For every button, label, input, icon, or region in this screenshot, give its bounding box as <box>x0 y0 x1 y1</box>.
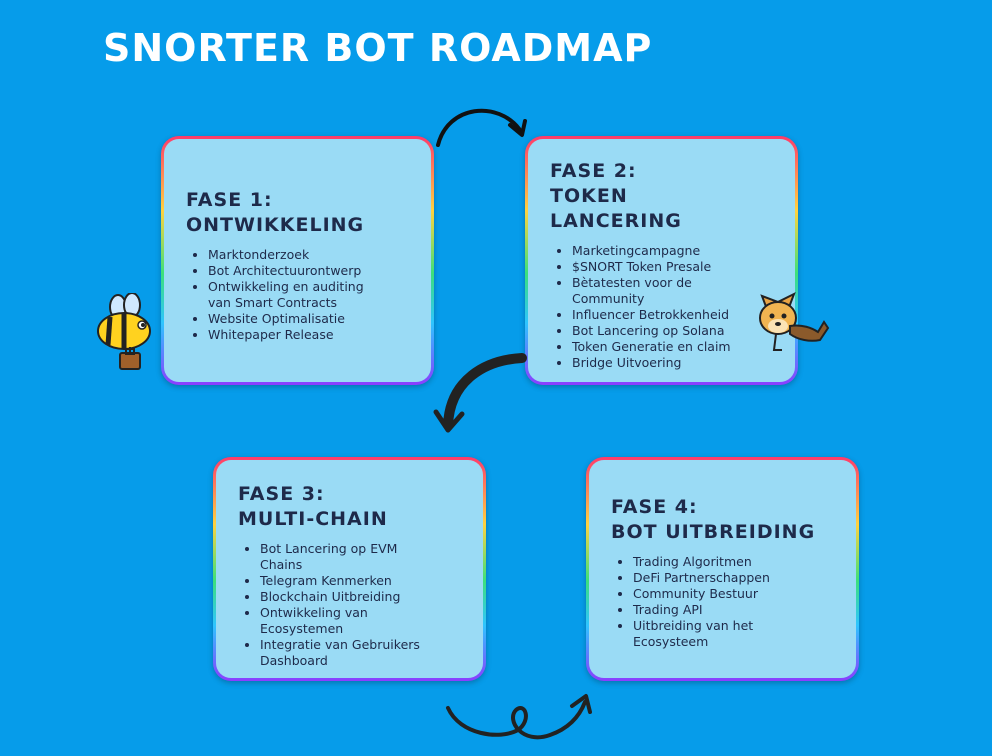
list-item: Bot Lancering op EVM Chains <box>260 541 465 573</box>
phase-2-heading: FASE 2: TOKEN LANCERING <box>550 159 777 234</box>
list-item: Community Bestuur <box>633 586 838 602</box>
curved-arrow-icon <box>433 353 527 433</box>
list-item: Bot Lancering op Solana <box>572 323 777 339</box>
list-item: Trading API <box>633 602 838 618</box>
phase-2-heading-line2: TOKEN <box>550 185 628 207</box>
phase-3-list: Bot Lancering op EVM Chains Telegram Ken… <box>238 541 465 669</box>
phase-2-heading-line1: FASE 2: <box>550 160 637 182</box>
phase-4-list: Trading Algoritmen DeFi Partnerschappen … <box>611 554 838 650</box>
phase-3-heading-line1: FASE 3: <box>238 483 325 505</box>
list-item: Website Optimalisatie <box>208 311 413 327</box>
list-item: Influencer Betrokkenheid <box>572 307 777 323</box>
list-item: Ontwikkeling en auditing van Smart Contr… <box>208 279 413 311</box>
phase-1-list: Marktonderzoek Bot Architectuurontwerp O… <box>186 247 413 343</box>
list-item: Whitepaper Release <box>208 327 413 343</box>
phase-3-heading: FASE 3: MULTI-CHAIN <box>238 482 465 532</box>
list-item: Bridge Uitvoering <box>572 355 777 371</box>
list-item: Bètatesten voor de Community <box>572 275 777 307</box>
curved-arrow-icon <box>436 108 527 147</box>
list-item: Marktonderzoek <box>208 247 413 263</box>
phase-1-heading-line1: FASE 1: <box>186 189 273 211</box>
phase-4-heading: FASE 4: BOT UITBREIDING <box>611 495 838 545</box>
phase-2-heading-line3: LANCERING <box>550 210 682 232</box>
phase-3-heading-line2: MULTI-CHAIN <box>238 508 388 530</box>
list-item: Integratie van Gebruikers Dashboard <box>260 637 465 669</box>
list-item: $SNORT Token Presale <box>572 259 777 275</box>
list-item: Blockchain Uitbreiding <box>260 589 465 605</box>
phase-1-heading: FASE 1: ONTWIKKELING <box>186 188 413 238</box>
dog-mascot-icon <box>759 291 830 351</box>
list-item: Trading Algoritmen <box>633 554 838 570</box>
phase-card-2: FASE 2: TOKEN LANCERING Marketingcampagn… <box>525 136 798 385</box>
list-item: Uitbreiding van het Ecosysteem <box>633 618 838 650</box>
bee-mascot-icon <box>97 293 151 370</box>
list-item: Token Generatie en claim <box>572 339 777 355</box>
list-item: DeFi Partnerschappen <box>633 570 838 586</box>
list-item: Ontwikkeling van Ecosystemen <box>260 605 465 637</box>
phase-card-4: FASE 4: BOT UITBREIDING Trading Algoritm… <box>586 457 859 681</box>
phase-2-list: Marketingcampagne $SNORT Token Presale B… <box>550 243 777 371</box>
list-item: Marketingcampagne <box>572 243 777 259</box>
list-item: Telegram Kenmerken <box>260 573 465 589</box>
phase-4-heading-line1: FASE 4: <box>611 496 698 518</box>
phase-card-3: FASE 3: MULTI-CHAIN Bot Lancering op EVM… <box>213 457 486 681</box>
curved-arrow-icon <box>446 694 592 740</box>
phase-1-heading-line2: ONTWIKKELING <box>186 214 365 236</box>
phase-4-heading-line2: BOT UITBREIDING <box>611 521 816 543</box>
page-title: SNORTER BOT ROADMAP <box>103 26 653 70</box>
phase-card-1: FASE 1: ONTWIKKELING Marktonderzoek Bot … <box>161 136 434 385</box>
list-item: Bot Architectuurontwerp <box>208 263 413 279</box>
